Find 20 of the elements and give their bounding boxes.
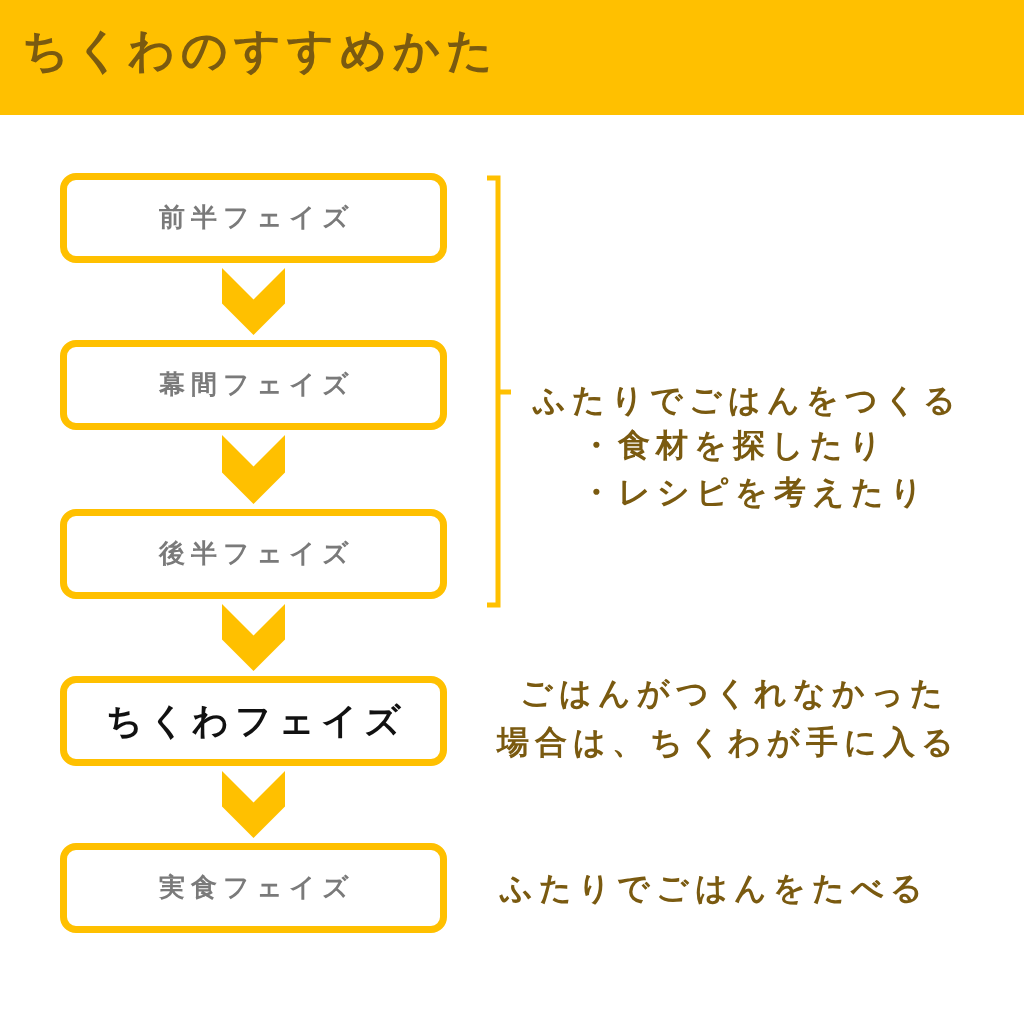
node-label: 前半フェイズ <box>157 202 355 234</box>
note-text: ふたりでごはんをつくる <box>533 380 962 421</box>
node-label: 後半フェイズ <box>157 538 355 570</box>
process-box <box>60 843 447 933</box>
process-box <box>60 509 447 599</box>
chevron-arrow <box>222 268 285 335</box>
process-box <box>60 173 447 263</box>
process-box <box>60 340 447 430</box>
node-label: 実食フェイズ <box>157 872 355 904</box>
chevron-arrow <box>222 771 285 838</box>
node-label: ちくわフェイズ <box>105 699 407 743</box>
process-box <box>60 676 447 766</box>
chevron-arrow <box>222 604 285 671</box>
bullet-item: ・レシピを考えたり <box>580 472 929 513</box>
chevron-arrow <box>222 435 285 504</box>
side-note: ふたりでごはんをたべる <box>500 868 930 909</box>
side-note: ごはんがつくれなかった場合は、ちくわが手に入る <box>497 673 961 763</box>
bullet-item: ・食材を探したり <box>580 425 888 466</box>
node-label: 幕間フェイズ <box>157 369 355 401</box>
title: ちくわのすすめかた <box>22 23 499 79</box>
